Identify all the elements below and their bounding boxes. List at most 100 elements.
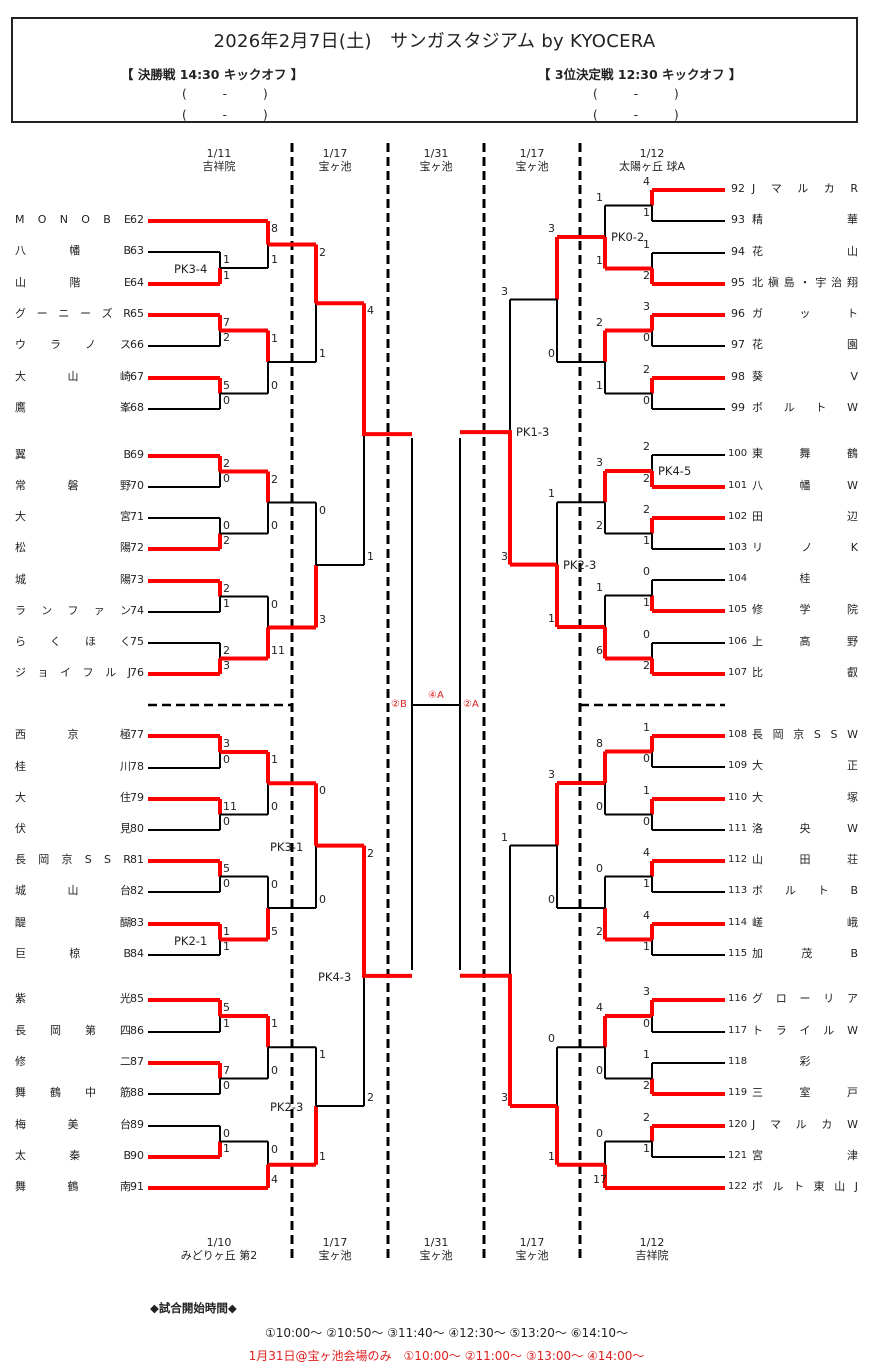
score: 8	[271, 222, 278, 235]
team-number: 64	[130, 276, 144, 289]
team-name: 比叡	[752, 666, 858, 679]
score: 1	[367, 550, 374, 563]
team-name: 梅美台	[15, 1118, 131, 1131]
score: 0	[596, 1063, 603, 1077]
team-name: 東舞鶴	[752, 447, 858, 460]
team-number: 93	[731, 213, 745, 226]
pk-result: PK4-5	[658, 464, 692, 478]
score: 1	[596, 580, 603, 594]
score: 1	[643, 784, 650, 797]
team-name: 宮津	[752, 1149, 858, 1162]
team-name: 修学院	[752, 603, 858, 616]
third-place-label: 【 3位決定戦 12:30 キックオフ 】	[538, 67, 742, 82]
final-score-2: ( - )	[182, 108, 268, 122]
slot-label-right: ②A	[463, 699, 479, 710]
column-venue: 吉祥院	[635, 1249, 669, 1262]
column-venue: 宝ヶ池	[515, 1249, 549, 1262]
team-number: 74	[130, 604, 144, 617]
score: 0	[223, 753, 230, 766]
score: 2	[223, 331, 230, 344]
team-number: 81	[130, 853, 144, 866]
team-number: 77	[130, 728, 144, 741]
score: 0	[643, 565, 650, 578]
score: 3	[548, 222, 555, 235]
score: 0	[548, 347, 555, 360]
column-date: 1/31	[423, 147, 449, 160]
slot-label-center: ④A	[428, 690, 444, 701]
pk-result: PK4-3	[318, 969, 352, 984]
column-date: 1/10	[206, 1236, 232, 1249]
column-venue: 宝ヶ池	[515, 160, 549, 173]
team-number: 108	[728, 729, 748, 740]
score: 5	[223, 1001, 230, 1014]
score: 3	[501, 1091, 508, 1104]
team-name: グローリア	[752, 992, 858, 1005]
team-number: 98	[731, 370, 745, 383]
team-number: 70	[130, 479, 144, 492]
team-name: 伏見	[15, 822, 131, 835]
team-number: 94	[731, 245, 745, 258]
score: 1	[643, 1048, 650, 1061]
score: 2	[643, 440, 650, 453]
team-number: 112	[728, 854, 748, 865]
team-number: 97	[731, 338, 745, 351]
team-number: 100	[728, 448, 748, 459]
column-date: 1/12	[639, 147, 665, 160]
winner-path	[362, 845, 412, 978]
team-name: 長岡第四	[15, 1024, 131, 1037]
team-number: 107	[728, 667, 748, 678]
team-number: 75	[130, 635, 144, 648]
team-number: 106	[728, 636, 748, 647]
team-name: 北槇島・宇治翔	[752, 276, 858, 289]
score: 1	[596, 378, 603, 392]
score: 0	[643, 1017, 650, 1030]
score: 1	[643, 1142, 650, 1155]
team-number: 113	[728, 885, 748, 896]
score: 0	[271, 877, 278, 891]
team-number: 111	[728, 823, 748, 834]
team-name: ウラノス	[15, 338, 131, 351]
score: 2	[596, 924, 603, 938]
score: 2	[223, 457, 230, 470]
team-number: 82	[130, 884, 144, 897]
team-name: 田辺	[752, 510, 858, 523]
score: 0	[548, 1032, 555, 1046]
score: 0	[643, 628, 650, 641]
team-number: 102	[728, 511, 748, 522]
score: 0	[643, 815, 650, 828]
score: 3	[643, 985, 650, 998]
header-box: 2026年2月7日(土) サンガスタジアム by KYOCERA 【 決勝戦 1…	[11, 17, 858, 123]
score: 0	[271, 1142, 278, 1156]
pk-result: PK3-4	[174, 262, 208, 276]
team-number: 122	[728, 1181, 748, 1192]
winner-path	[460, 430, 512, 565]
score: 2	[596, 315, 603, 329]
score: 1	[643, 721, 650, 734]
score: 0	[596, 799, 603, 813]
team-number: 105	[728, 604, 748, 615]
team-number: 71	[130, 510, 144, 523]
score: 0	[223, 519, 230, 532]
team-name: 紫光	[15, 992, 131, 1005]
score: 1	[548, 612, 555, 625]
winner-path	[460, 973, 512, 1106]
column-venue: 宝ヶ池	[419, 1249, 453, 1262]
score: 1	[223, 269, 230, 282]
team-name: らくほく	[15, 635, 131, 648]
score: 2	[367, 1091, 374, 1104]
pk-result: PK2-3	[270, 1100, 304, 1114]
